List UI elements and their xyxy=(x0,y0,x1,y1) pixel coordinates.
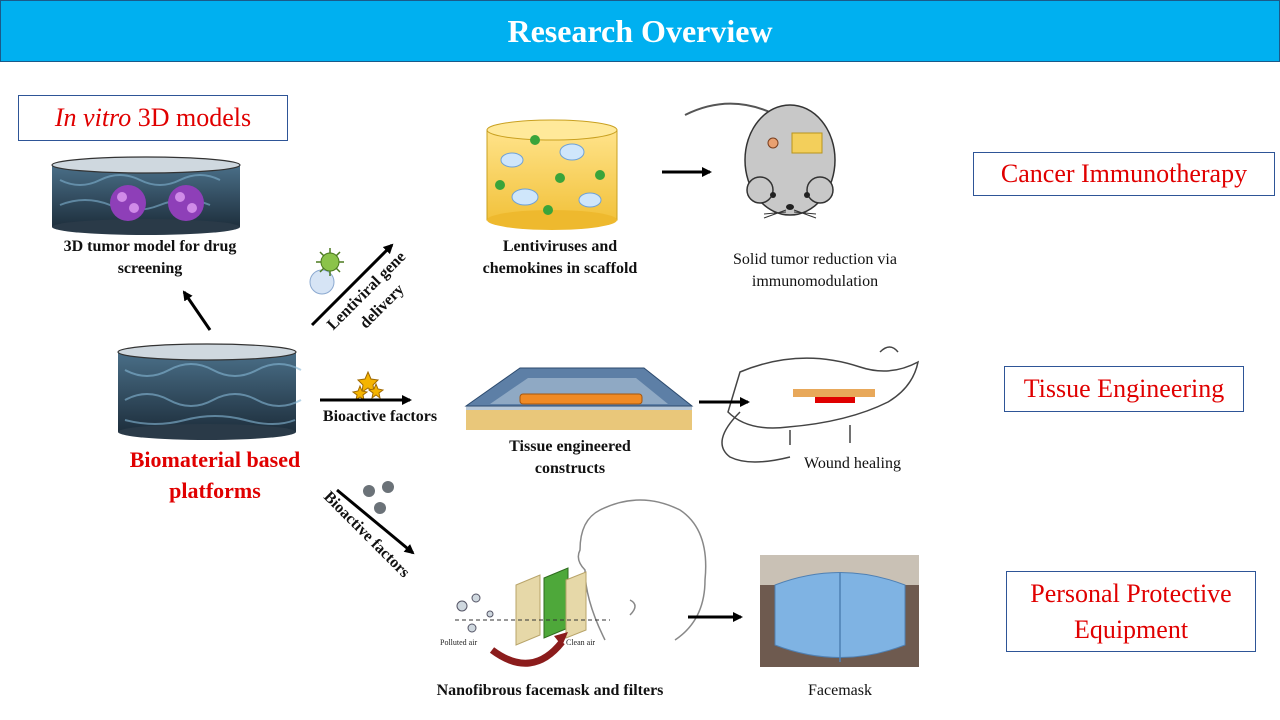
biomaterial-line1: Biomaterial based xyxy=(129,447,301,472)
implant-icon xyxy=(791,132,823,154)
biomaterial-platforms-label: Biomaterial based platforms xyxy=(95,445,335,507)
virus-icon xyxy=(530,135,540,145)
tumor-model-line1: 3D tumor model for drug xyxy=(63,238,237,255)
personal-protective-equipment-box: Personal Protective Equipment xyxy=(1006,571,1256,652)
wound-healing-text: Wound healing xyxy=(804,455,901,472)
cancer-immunotherapy-box: Cancer Immunotherapy xyxy=(973,152,1275,196)
in-vitro-italic-label: In vitro xyxy=(54,103,132,133)
title-banner: Research Overview xyxy=(0,0,1280,62)
face-profile-icon xyxy=(577,499,707,641)
bioactive-factors-middle-caption: Bioactive factors xyxy=(305,406,455,428)
solid-tumor-caption: Solid tumor reduction via immunomodulati… xyxy=(700,249,930,294)
virus-icon xyxy=(555,173,565,183)
polluted-air-label: Polluted air xyxy=(440,638,477,647)
lentivirus-scaffold-image xyxy=(486,119,618,230)
tumor-spheroid-icon xyxy=(110,185,146,221)
biomaterial-scaffold-image xyxy=(117,343,302,440)
page-title: Research Overview xyxy=(507,12,773,49)
clean-air-arrow-icon xyxy=(489,639,565,667)
nanoparticle-icons xyxy=(363,481,394,514)
nanofibrous-caption: Nanofibrous facemask and filters xyxy=(410,680,690,702)
tissue-engineering-box: Tissue Engineering xyxy=(1004,366,1244,412)
wound-healing-caption: Wound healing xyxy=(780,453,925,475)
tumor-spheroid-icon xyxy=(168,185,204,221)
solid-tumor-line2: immunomodulation xyxy=(751,273,879,291)
virus-icon xyxy=(595,170,605,180)
lentivirus-cell-icon xyxy=(309,248,344,295)
wound-site-icon xyxy=(815,397,855,403)
tissue-engineering-label: Tissue Engineering xyxy=(1023,374,1225,404)
facemask-caption: Facemask xyxy=(780,680,900,702)
filter-layers-icon xyxy=(515,567,587,646)
arrow-nanoparticles xyxy=(336,488,415,555)
virus-icon xyxy=(543,205,553,215)
arrow-to-3d-models xyxy=(182,290,212,331)
virus-icon xyxy=(495,180,505,190)
rat-implant-icon xyxy=(793,389,875,397)
facemask-text: Facemask xyxy=(808,682,872,699)
in-vitro-3d-models-box: In vitro 3D models xyxy=(18,95,288,141)
rat-icon xyxy=(721,346,920,463)
lentivirus-caption: Lentiviruses and chemokines in scaffold xyxy=(450,236,670,281)
tumor-model-dish-image xyxy=(51,156,241,235)
solid-tumor-line1: Solid tumor reduction via xyxy=(733,251,897,268)
arrow-lentiviral-delivery xyxy=(310,243,394,327)
bioactive-factor-star-icons xyxy=(351,370,385,402)
tissue-constructs-line2: constructs xyxy=(534,460,606,478)
3d-models-label: 3D models xyxy=(137,103,252,133)
facemask-photo xyxy=(760,555,919,667)
lentivirus-line2: chemokines in scaffold xyxy=(482,260,638,278)
tissue-constructs-line1: Tissue engineered xyxy=(509,438,631,455)
mouse-icon xyxy=(684,102,836,219)
tissue-construct-image xyxy=(464,367,694,430)
bioactive-mid-text: Bioactive factors xyxy=(322,408,438,425)
tumor-model-line2: screening xyxy=(117,260,183,278)
cancer-immunotherapy-label: Cancer Immunotherapy xyxy=(1000,159,1248,189)
ppe-label-line1: Personal Protective xyxy=(1030,579,1232,609)
biomaterial-line2: platforms xyxy=(169,477,261,503)
lentivirus-line1: Lentiviruses and xyxy=(502,238,618,255)
pollutant-particle-icons xyxy=(456,593,494,633)
clean-air-label: Clean air xyxy=(566,638,595,647)
ppe-label-line2: Equipment xyxy=(1073,614,1189,644)
tissue-constructs-caption: Tissue engineered constructs xyxy=(470,436,670,481)
tumor-model-caption: 3D tumor model for drug screening xyxy=(40,236,260,281)
nanofibrous-text: Nanofibrous facemask and filters xyxy=(436,682,664,699)
